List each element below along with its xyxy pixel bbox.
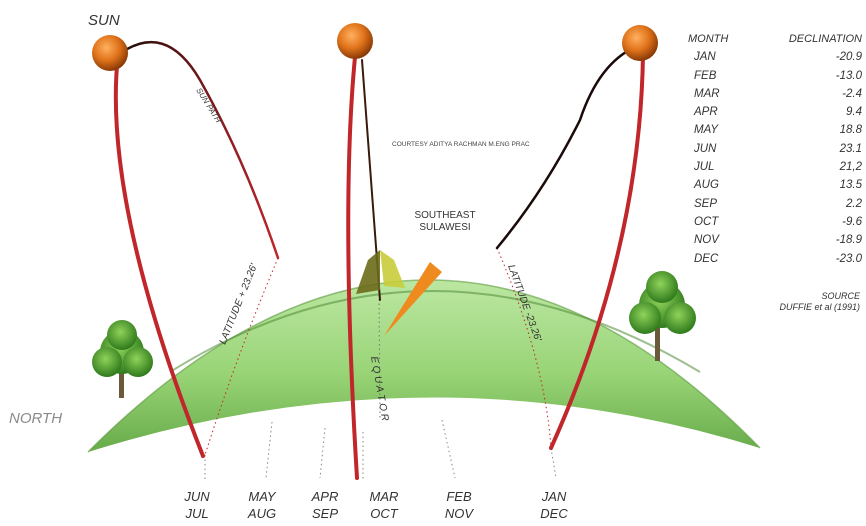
month-pair-apr-sep: APR SEP <box>295 488 355 522</box>
month-bottom: AUG <box>247 506 277 521</box>
declination-table: MONTH DECLINATION JAN -20.9 FEB -13.0 MAR -… <box>680 30 862 268</box>
row-month: MAY <box>694 124 719 137</box>
sun-left-icon <box>92 35 128 71</box>
gnomon-icon <box>356 250 442 336</box>
row-month: OCT <box>694 215 719 228</box>
header-month: MONTH <box>688 33 729 45</box>
row-declination: 2.2 <box>846 197 862 210</box>
row-declination: 23.1 <box>839 142 862 155</box>
row-month: DEC <box>694 252 719 265</box>
month-top: JAN <box>541 489 567 504</box>
table-row: MAR -2.4 <box>680 85 862 103</box>
source-line-2: DUFFIE et al (1991) <box>779 302 860 312</box>
table-row: NOV -18.9 <box>680 231 862 249</box>
month-top: FEB <box>446 489 472 504</box>
month-bottom: JUL <box>185 506 209 521</box>
table-row: MAY 18.8 <box>680 121 862 139</box>
table-row: OCT -9.6 <box>680 213 862 231</box>
sun-right-icon <box>622 25 658 61</box>
row-declination: -2.4 <box>842 87 862 100</box>
row-declination: 21,2 <box>839 161 862 174</box>
row-declination: 9.4 <box>846 106 862 119</box>
table-row: APR 9.4 <box>680 103 862 121</box>
row-month: NOV <box>694 234 719 247</box>
latitude-line <box>169 290 701 373</box>
location-label: SOUTHEAST SULAWESI <box>405 210 485 234</box>
table-row: FEB -13.0 <box>680 67 862 85</box>
north-label: NORTH <box>9 410 62 427</box>
month-pair-jan-dec: JAN DEC <box>524 488 584 522</box>
month-bottom: OCT <box>370 506 398 521</box>
table-row: AUG 13.5 <box>680 176 862 194</box>
sun-center-icon <box>337 23 373 59</box>
row-month: JAN <box>694 51 716 64</box>
row-month: JUL <box>694 161 715 174</box>
month-bottom: NOV <box>444 506 474 521</box>
table-row: JAN -20.9 <box>680 48 862 66</box>
row-declination: -18.9 <box>835 234 862 247</box>
row-month: SEP <box>694 197 718 210</box>
table-header: MONTH DECLINATION <box>680 30 862 48</box>
row-month: MAR <box>694 87 720 100</box>
header-declination: DECLINATION <box>788 33 862 45</box>
table-row: JUL 21,2 <box>680 158 862 176</box>
month-top: MAY <box>248 489 276 504</box>
row-declination: -20.9 <box>835 51 862 64</box>
row-month: APR <box>694 106 718 119</box>
sun-path-label: SUN PATH <box>194 86 223 124</box>
row-declination: 18.8 <box>839 124 862 137</box>
month-guide-lines <box>204 247 557 480</box>
table-row: JUN 23.1 <box>680 140 862 158</box>
month-top: APR <box>311 489 339 504</box>
month-bottom: DEC <box>540 506 568 521</box>
row-declination: -9.6 <box>842 215 862 228</box>
row-month: FEB <box>694 69 717 82</box>
month-pair-may-aug: MAY AUG <box>232 488 292 522</box>
location-line-1: SOUTHEAST <box>414 210 476 221</box>
tree-right-icon <box>629 271 696 361</box>
sun-path-right <box>495 43 645 450</box>
tree-left-icon <box>92 320 153 398</box>
row-month: AUG <box>694 179 719 192</box>
table-row: DEC -23.0 <box>680 250 862 268</box>
source-line-1: SOURCE <box>821 291 860 301</box>
month-pair-mar-oct: MAR OCT <box>354 488 414 522</box>
courtesy-note: COURTESY ADITYA RACHMAN M.ENG PRAC <box>392 141 530 148</box>
row-declination: -13.0 <box>835 69 862 82</box>
month-top: JUN <box>184 489 210 504</box>
source-note: SOURCE DUFFIE et al (1991) <box>779 291 860 313</box>
row-month: JUN <box>694 142 717 155</box>
month-pair-feb-nov: FEB NOV <box>429 488 489 522</box>
location-line-2: SULAWESI <box>419 222 471 233</box>
month-pair-jun-jul: JUN JUL <box>167 488 227 522</box>
sun-label: SUN <box>88 12 120 29</box>
sun-path-left <box>113 40 280 458</box>
month-bottom: SEP <box>311 506 338 521</box>
row-declination: -23.0 <box>835 252 862 265</box>
table-row: SEP 2.2 <box>680 195 862 213</box>
row-declination: 13.5 <box>839 179 862 192</box>
month-top: MAR <box>369 489 399 504</box>
